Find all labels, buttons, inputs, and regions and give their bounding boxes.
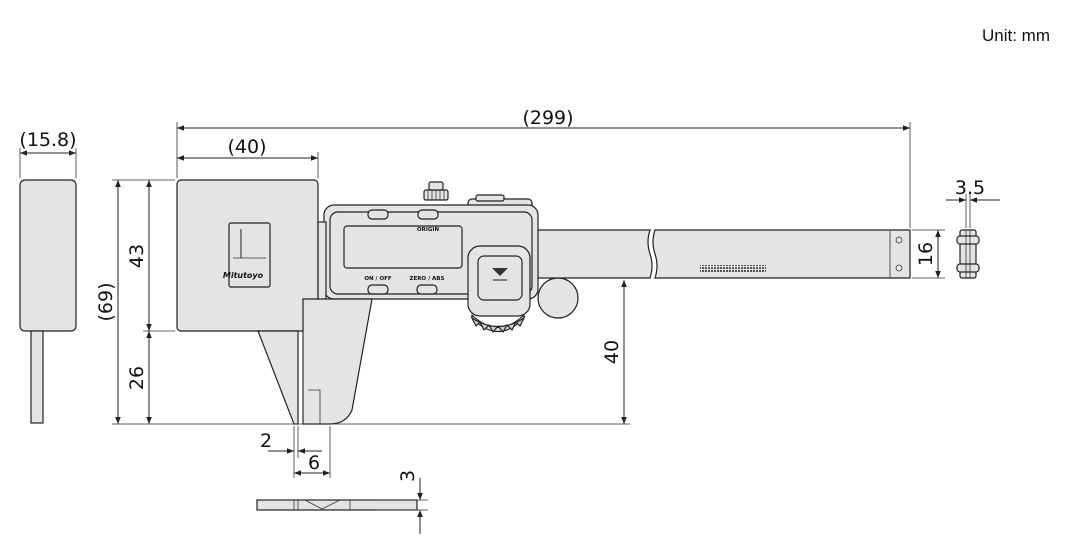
zero-abs-label: ZERO / ABS — [410, 276, 445, 282]
dim-total-height: (69) — [95, 282, 117, 321]
feed-wheel — [470, 316, 526, 334]
origin-button — [417, 209, 439, 220]
side-view-jaw — [30, 330, 44, 424]
origin-label: ORIGIN — [417, 227, 440, 233]
tip-section — [256, 499, 418, 511]
thumb-wheel — [537, 277, 579, 319]
on-off-label: ON / OFF — [364, 276, 392, 282]
dim-jaw-depth: 40 — [601, 340, 623, 364]
side-view: (15.8) — [19, 129, 77, 424]
movable-lower-jaw — [302, 298, 373, 425]
side-view-body — [19, 179, 77, 332]
dim-upper-height: 43 — [126, 244, 148, 268]
dim-beam-height: 16 — [915, 242, 937, 266]
dim-beam-thickness: 3.5 — [955, 177, 985, 199]
dim-side-thickness: (15.8) — [19, 129, 76, 151]
front-view: ORIGIN ON / OFF ZERO / ABS Mitutoyo — [176, 179, 911, 425]
end-view: 3.5 16 — [912, 177, 1000, 279]
lcd-window — [343, 225, 463, 269]
scale-graduation — [700, 265, 766, 272]
brand-logo: Mitutoyo — [223, 271, 264, 280]
dim-jaw-width: (40) — [227, 136, 266, 158]
unit-label: Unit: mm — [982, 26, 1050, 45]
dim-overall-length: (299) — [522, 107, 573, 129]
zero-abs-button — [416, 284, 438, 295]
fixed-lower-jaw — [257, 330, 299, 425]
dim-tip-width-2: 6 — [308, 452, 320, 474]
port-triangle-icon — [492, 268, 508, 276]
dim-tip-width: 2 — [260, 430, 272, 452]
dim-lower-height: 26 — [126, 366, 148, 390]
dim-tip-thickness: 3 — [397, 470, 419, 482]
on-off-button — [367, 284, 389, 295]
front-dimensions: (299) (40) (69) 43 26 40 2 6 — [95, 107, 911, 478]
button-top-left — [367, 209, 389, 220]
bottom-section-view: 3 — [256, 470, 428, 534]
main-beam-end — [652, 229, 911, 279]
